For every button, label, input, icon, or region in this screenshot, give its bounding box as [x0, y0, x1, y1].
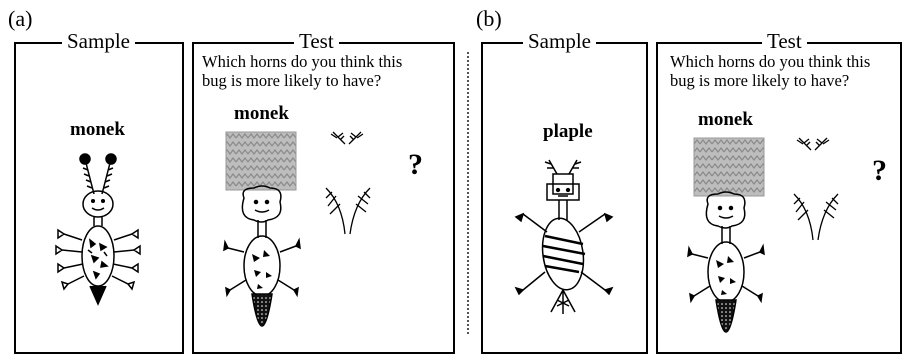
test-box-a: Test Which horns do you think this bug i… — [192, 30, 455, 354]
sample-bug-name-b: plaple — [543, 121, 593, 142]
long-horns-icon — [325, 187, 371, 235]
test-bug-figure-b — [687, 137, 765, 333]
test-bug-name-b: monek — [698, 109, 753, 130]
test-box-b: Test Which horns do you think this bug i… — [656, 30, 902, 354]
sample-bug-figure-b — [514, 159, 614, 314]
test-bug-figure-a — [223, 131, 301, 327]
sample-title-a: Sample — [62, 30, 135, 52]
answer-question-mark-b: ? — [872, 154, 887, 187]
panel-b-label: (b) — [476, 6, 502, 31]
test-bug-name-a: monek — [234, 103, 289, 124]
short-horns-icon — [796, 137, 830, 151]
test-question-a: Which horns do you think this bug is mor… — [202, 52, 403, 90]
sample-box-a: Sample monek — [14, 30, 184, 354]
panel-a-label: (a) — [8, 6, 33, 31]
test-title-b: Test — [762, 30, 807, 52]
long-horns-icon — [793, 193, 839, 241]
sample-title-b: Sample — [523, 30, 596, 52]
sample-bug-name-a: monek — [70, 119, 125, 140]
sample-bug-figure-a — [55, 153, 141, 306]
answer-question-mark-a: ? — [408, 148, 423, 181]
panel-divider — [467, 52, 469, 334]
test-question-b: Which horns do you think this bug is mor… — [670, 52, 871, 90]
short-horns-icon — [330, 131, 364, 145]
test-title-a: Test — [294, 30, 339, 52]
sample-box-b: Sample plaple — [481, 30, 648, 354]
